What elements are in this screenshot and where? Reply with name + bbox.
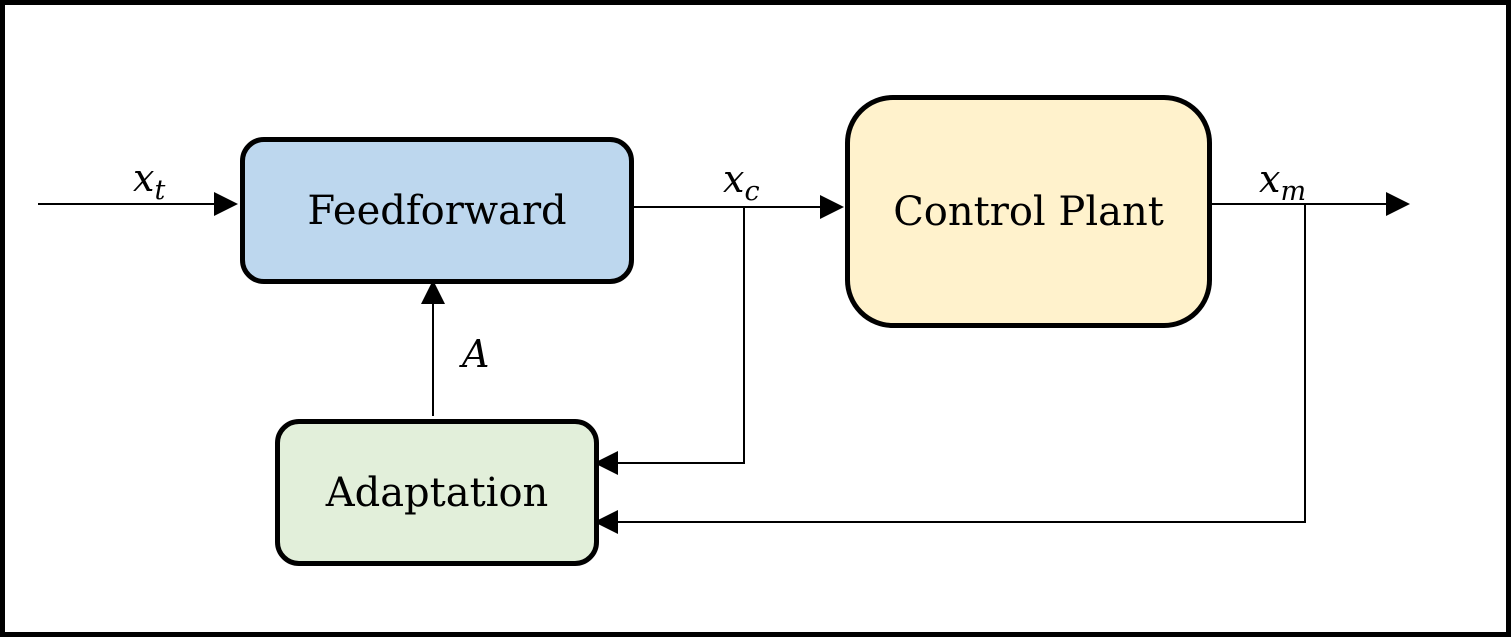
signal-xm-subscript: m (1280, 176, 1307, 207)
arrowhead-into-feedforward (214, 192, 238, 216)
signal-label-xt: xt (133, 159, 165, 204)
feedforward-label: Feedforward (307, 187, 567, 234)
control-plant-block: Control Plant (845, 95, 1212, 328)
arrowhead-output (1386, 192, 1410, 216)
signal-label-xm: xm (1259, 160, 1306, 205)
signal-xc-subscript: c (744, 176, 760, 207)
signal-a-base: A (462, 332, 490, 376)
signal-label-a: A (462, 335, 489, 373)
arrowhead-xm-into-adaptation (594, 510, 618, 534)
control-plant-label: Control Plant (893, 188, 1164, 235)
arrowhead-into-plant (820, 195, 844, 219)
feedforward-block: Feedforward (240, 137, 634, 284)
signal-xc-base: x (723, 157, 745, 201)
signal-xt-subscript: t (154, 175, 166, 206)
arrowhead-xc-into-adaptation (594, 451, 618, 475)
adaptation-label: Adaptation (325, 469, 549, 516)
signal-xm-base: x (1259, 157, 1281, 201)
wire-xc-feedback (618, 207, 745, 464)
signal-xt-base: x (133, 156, 155, 200)
arrowhead-a-into-feedforward (421, 280, 445, 304)
adaptation-block: Adaptation (275, 419, 599, 566)
signal-label-xc: xc (723, 160, 760, 205)
wire-xm-feedback (618, 204, 1306, 523)
